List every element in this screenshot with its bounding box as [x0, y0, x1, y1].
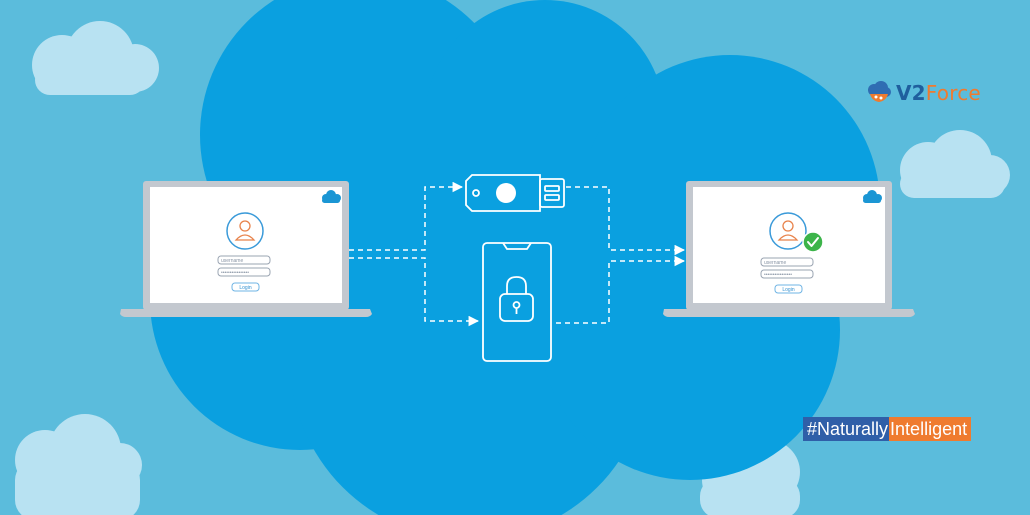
user-icon [226, 212, 264, 250]
laptop-left-base [120, 309, 372, 317]
username-field[interactable] [217, 255, 271, 265]
brand-cloud-icon [868, 81, 891, 102]
decor-cloud-top-left [32, 21, 159, 95]
salesforce-cloud-icon [322, 190, 341, 203]
password-field[interactable] [217, 267, 271, 277]
smartphone-icon [482, 242, 552, 362]
laptop-right: username •••••••••••••••• Login [663, 181, 915, 317]
laptop-right-base [663, 309, 915, 317]
password-placeholder: •••••••••••••••• [764, 272, 792, 278]
password-field[interactable] [760, 269, 814, 279]
connector-lines [349, 181, 686, 327]
decor-cloud-right [900, 130, 1010, 198]
login-button-label: Login [239, 285, 251, 291]
login-button[interactable] [231, 282, 260, 292]
decor-cloud-bottom-left [15, 414, 142, 515]
username-field[interactable] [760, 257, 814, 267]
brand-force: Force [925, 81, 981, 105]
user-icon [769, 212, 807, 250]
check-icon [802, 231, 824, 253]
username-placeholder: username [764, 260, 786, 266]
salesforce-cloud-icon [863, 190, 882, 203]
login-button-label: Login [782, 287, 794, 293]
brand-name: V2Force [896, 83, 981, 103]
brand-logo: V2Force [866, 78, 981, 108]
decor-cloud-bottom-right [700, 440, 800, 515]
lock-icon [499, 276, 534, 322]
brand-v2: V2 [896, 81, 926, 105]
password-placeholder: •••••••••••••••• [221, 270, 249, 276]
username-placeholder: username [221, 258, 243, 264]
hashtag-naturally: #Naturally [803, 417, 890, 441]
usb-security-key-icon [465, 174, 565, 212]
hashtag-intelligent: Intelligent [889, 417, 972, 441]
laptop-left: username •••••••••••••••• Login [120, 181, 372, 317]
login-button[interactable] [774, 284, 803, 294]
